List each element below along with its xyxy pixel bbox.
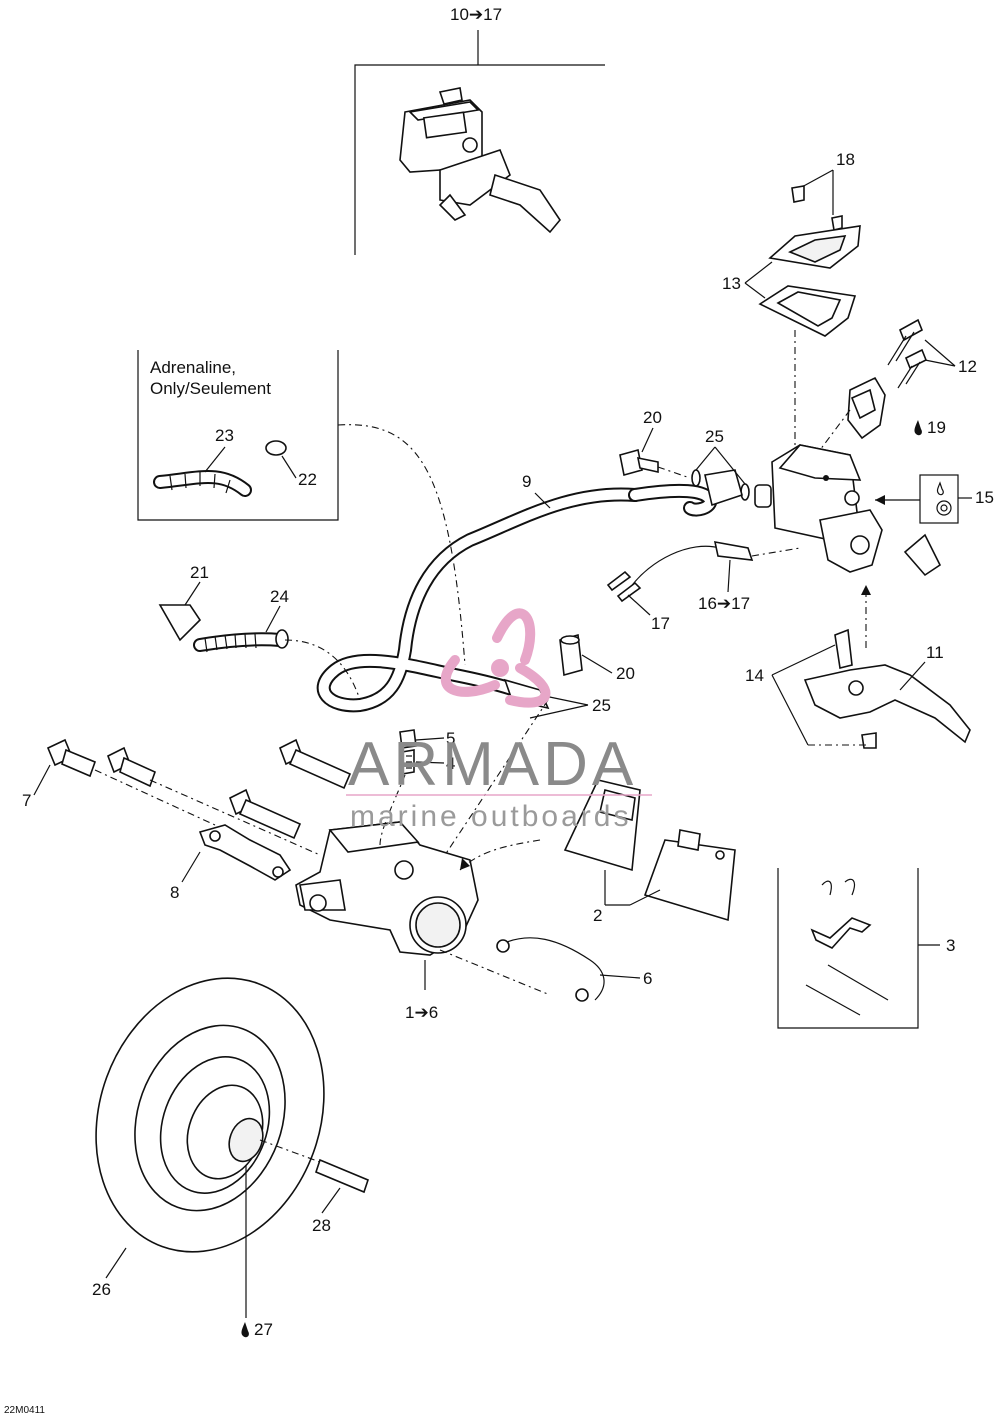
label-27: 27: [254, 1320, 273, 1339]
label-23: 23: [215, 426, 234, 445]
label-14: 14: [745, 666, 764, 685]
watermark-brand: ARMADA: [348, 730, 637, 799]
oil-drop-icon: [914, 420, 922, 436]
watermark: ARMADA marine outboards: [346, 608, 652, 833]
label-15: 15: [975, 488, 994, 507]
label-6: 6: [643, 969, 652, 988]
label-25a: 25: [705, 427, 724, 446]
label-28: 28: [312, 1216, 331, 1235]
label-20b: 20: [616, 664, 635, 683]
spring-parts: 21 24: [158, 563, 361, 701]
label-5: 5: [446, 729, 455, 748]
label-16-17: 16➔17: [698, 594, 750, 613]
bolts-bracket: 7 8: [22, 738, 352, 902]
label-13: 13: [722, 274, 741, 293]
master-cylinder: 12 19 15: [754, 318, 994, 650]
caliper: 1➔6 5 4 6: [295, 729, 652, 1022]
label-25b: 25: [592, 696, 611, 715]
brake-disc: 27 28 26: [92, 977, 369, 1339]
label-7: 7: [22, 791, 31, 810]
arrow-icon: [875, 495, 885, 505]
inset-line2: Only/Seulement: [150, 379, 271, 398]
brake-pads: 2: [563, 779, 736, 925]
label-19: 19: [927, 418, 946, 437]
cover-parts: 18 13: [722, 150, 861, 450]
label-12: 12: [958, 357, 977, 376]
label-24: 24: [270, 587, 289, 606]
label-26: 26: [92, 1280, 111, 1299]
propeller-logo-icon: [440, 608, 551, 708]
drawing-code: 22M0411: [4, 1405, 45, 1416]
label-20a: 20: [643, 408, 662, 427]
assembly-10-17: 10➔17: [354, 5, 605, 255]
label-10-17: 10➔17: [450, 5, 502, 24]
inset-line1: Adrenaline,: [150, 358, 236, 377]
label-18: 18: [836, 150, 855, 169]
label-22: 22: [298, 470, 317, 489]
oil-drop-icon: [241, 1322, 249, 1338]
pin-kit: 3: [777, 868, 955, 1029]
label-11: 11: [926, 643, 944, 662]
watermark-tagline: marine outboards: [350, 800, 631, 833]
label-9: 9: [522, 472, 531, 491]
label-1-6: 1➔6: [405, 1003, 438, 1022]
label-21: 21: [190, 563, 209, 582]
label-3: 3: [946, 936, 955, 955]
inset-adrenaline: Adrenaline, Only/Seulement 23 22: [137, 350, 339, 521]
brake-lever: 11 14: [745, 628, 971, 749]
label-4: 4: [446, 754, 455, 773]
label-17: 17: [651, 614, 670, 633]
brake-hose: 9 20 25 16➔17 17: [316, 408, 801, 713]
label-2: 2: [593, 906, 602, 925]
label-8: 8: [170, 883, 179, 902]
